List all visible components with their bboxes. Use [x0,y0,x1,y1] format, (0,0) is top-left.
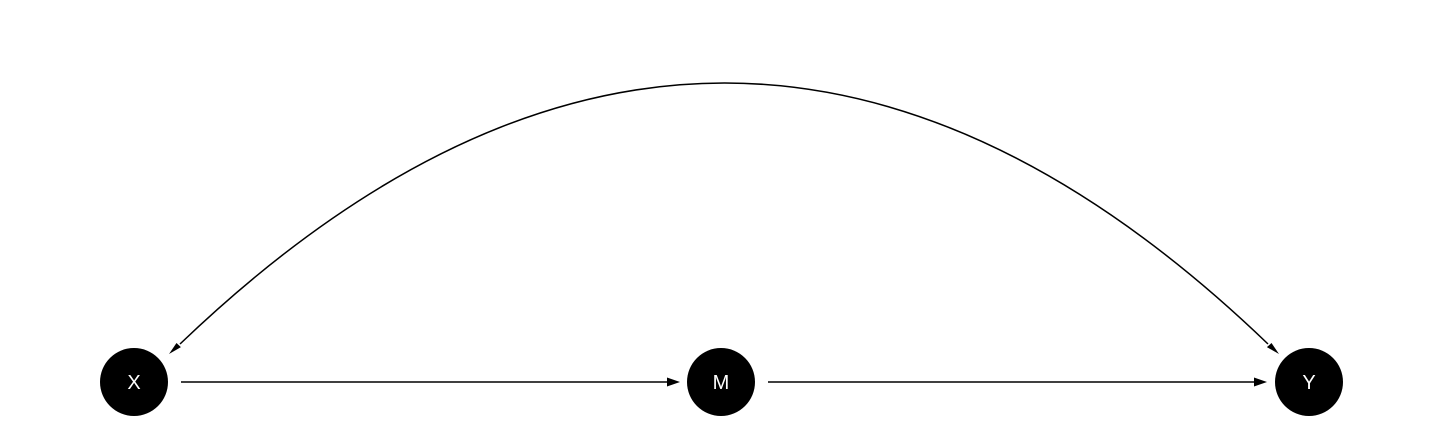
node-m-label: M [713,372,730,394]
node-y-circle [1275,348,1343,416]
arrowhead-into-x [169,343,181,354]
edge-x-y-bidirected [169,82,1279,354]
node-m: M [687,348,755,416]
arrowhead-into-y-straight [1254,377,1267,387]
edge-x-m [181,377,680,387]
node-x-label: X [127,372,140,394]
node-y-label: Y [1302,372,1315,394]
edge-x-y-curve [179,82,1269,345]
node-y: Y [1275,348,1343,416]
node-m-circle [687,348,755,416]
arrowhead-into-m [667,377,680,387]
arrowhead-into-y [1266,343,1279,354]
node-x-circle [100,348,168,416]
edge-m-y [768,377,1267,387]
node-x: X [100,348,168,416]
